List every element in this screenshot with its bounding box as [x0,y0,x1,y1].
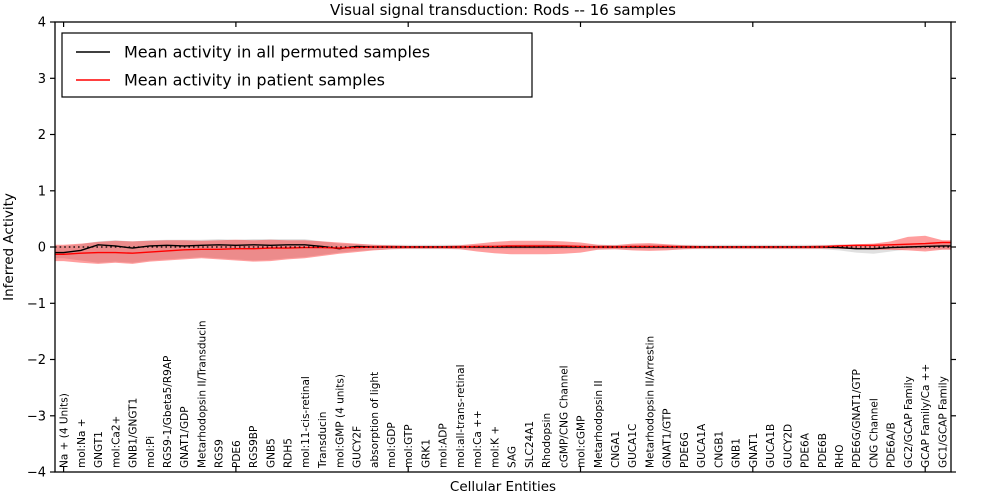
y-tick-label: 2 [38,128,46,143]
x-axis-label: Cellular Entities [450,479,556,495]
x-tick-label: GUCA1A [696,423,708,468]
band-patient_spread [55,235,951,264]
x-tick-label: PDE6A [800,432,812,468]
y-tick-label: 0 [38,241,46,256]
x-tick-label: PDE6A/B [886,422,898,468]
legend-box [61,32,533,98]
x-tick-label: SLC24A1 [524,421,536,468]
x-tick-label: RHO [834,445,846,468]
y-tick-label: −4 [27,466,46,481]
x-tick-label: mol:Na + [76,418,88,468]
y-tick-label: 3 [38,72,46,87]
x-tick-label: CNG Channel [869,398,881,468]
y-tick-label: 4 [38,16,46,31]
x-tick-label: mol:Ca ++ [472,410,484,468]
x-tick-label: Metarhodopsin II/Arrestin [645,336,657,468]
x-tick-label: GC2/GCAP Family [903,376,915,468]
x-tick-label: mol:all-trans-retinal [455,364,467,468]
y-axis-label: Inferred Activity [1,193,17,301]
x-tick-label: PDE6 [231,440,243,468]
legend: Mean activity in all permuted samples Me… [61,32,533,98]
x-tick-label: GNGT1 [93,431,105,468]
x-tick-label: Metarhodopsin II/Transducin [197,320,209,468]
legend-label-patient: Mean activity in patient samples [124,71,385,90]
x-tick-label: GUCY2D [782,424,794,468]
x-tick-label: GNB1 [731,438,743,468]
x-tick-label: GNB1/GNGT1 [128,398,140,468]
x-tick-label: cGMP/CNG Channel [558,365,570,468]
x-tick-label: GNB5 [265,438,277,468]
x-tick-label: RGS9 [214,439,226,468]
x-tick-label: Metarhodopsin II [593,380,605,468]
x-tick-label: GNAT1/GTP [662,409,674,469]
x-tick-label: GUCY2F [352,426,364,468]
x-tick-label: GCAP Family/Ca ++ [920,364,932,468]
x-tick-label: mol:GMP (4 units) [334,374,346,468]
x-tick-label: mol:K + [489,426,501,468]
y-tick-label: 1 [38,184,46,199]
x-tick-label: mol:cGMP [576,416,588,468]
x-tick-label: mol:Ca2+ [110,416,122,468]
tick-layer: −4 −3 −2 −1 0 1 2 3 4 Na + (4 Units) mol:Na + GNGT1… [27,16,956,481]
x-tick-label: GRK1 [421,439,433,468]
legend-label-permuted: Mean activity in all permuted samples [124,43,430,62]
x-tick-label: GUCA1B [765,424,777,468]
x-tick-label: RGS9-1/Gbeta5/R9AP [162,356,174,468]
x-tick-label: PDE6G/GNAT1/GTP [851,369,863,468]
x-tick-label: mol:GDP [386,422,398,468]
x-tick-label: CNGB1 [713,431,725,468]
x-tick-label: GNAT1/GDP [179,406,191,468]
x-tick-label: GC1/GCAP Family [937,376,949,468]
x-tick-label: GUCA1C [627,424,639,468]
x-tick-label: Transducin [317,412,329,469]
x-tick-label: absorption of light [369,372,381,468]
x-tick-label: SAG [507,446,519,468]
line-layer [55,241,951,256]
x-tick-label: GNAT1 [748,433,760,468]
x-tick-label: mol:11-cis-retinal [300,376,312,468]
x-tick-label: RDH5 [283,438,295,468]
x-tick-label: PDE6G [679,432,691,468]
y-tick-label: −2 [27,353,46,368]
x-tick-label: mol:Pi [145,436,157,468]
x-tick-label: PDE6B [817,433,829,468]
x-tick-label: RGS9BP [248,426,260,468]
y-tick-label: −3 [27,409,46,424]
plot-title: Visual signal transduction: Rods -- 16 s… [330,1,676,19]
x-tick-label: mol:GTP [403,424,415,468]
x-tick-label: mol:ADP [438,423,450,468]
x-tick-label: CNGA1 [610,431,622,468]
x-tick-label: Rhodopsin [541,413,553,468]
y-tick-label: −1 [27,297,46,312]
mean-line-patient [55,241,951,256]
x-tick-label: Na + (4 Units) [59,393,71,468]
